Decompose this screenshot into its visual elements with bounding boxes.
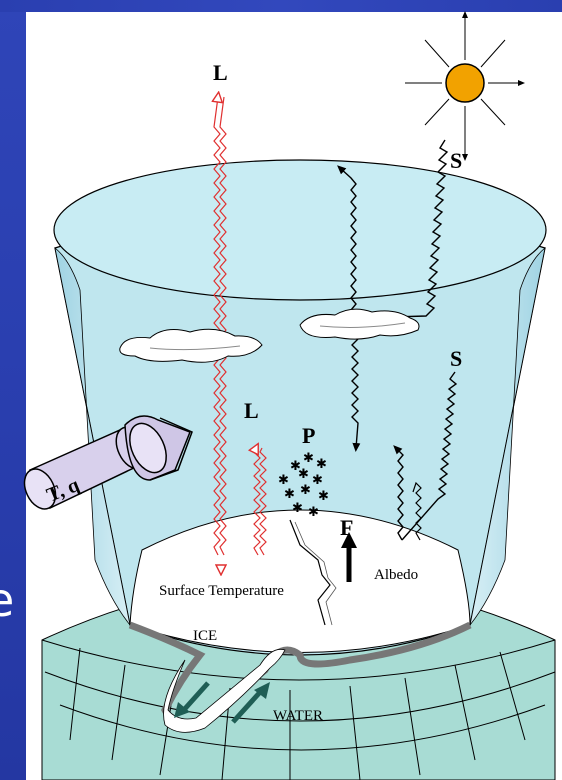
svg-text:✱: ✱ [308, 505, 319, 520]
svg-text:✱: ✱ [284, 487, 295, 502]
svg-text:✱: ✱ [298, 467, 309, 482]
svg-text:✱: ✱ [303, 451, 314, 466]
albedo-label: Albedo [374, 567, 418, 583]
ice-label: ICE [193, 628, 217, 644]
svg-text:✱: ✱ [318, 489, 329, 504]
longwave-mid-label: L [244, 398, 259, 423]
shortwave-right-label: S [450, 346, 462, 371]
surface-temperature-label: Surface Temperature [159, 583, 284, 599]
shortwave-top-label: S [450, 148, 462, 173]
flux-label: F [340, 515, 353, 540]
svg-text:✱: ✱ [300, 483, 311, 498]
svg-text:✱: ✱ [312, 473, 323, 488]
water-label: WATER [273, 708, 323, 724]
sun-icon [405, 14, 522, 158]
precipitation-label: P [302, 423, 315, 448]
svg-text:✱: ✱ [292, 501, 303, 516]
svg-text:✱: ✱ [278, 473, 289, 488]
svg-text:✱: ✱ [316, 457, 327, 472]
longwave-top-label: L [213, 60, 228, 85]
